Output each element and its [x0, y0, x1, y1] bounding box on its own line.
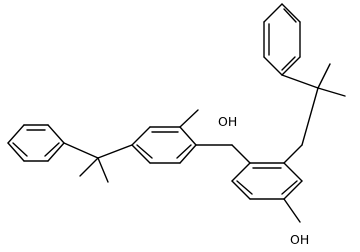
ring-to-quaternary-bond: [283, 144, 303, 164]
methylene-bridge: [195, 144, 251, 164]
right-phenyl-ring: [263, 3, 301, 76]
oh-top-label: OH: [218, 114, 237, 129]
right-phenol-ring: [231, 162, 303, 200]
right-isopropylidene-group: [281, 63, 346, 146]
oh-bond-top: [179, 109, 199, 128]
left-phenyl-ring: [7, 124, 65, 162]
left-isopropylidene-group: [63, 142, 133, 183]
left-phenol-ring: [131, 126, 197, 164]
oh-bottom-label: OH: [290, 232, 309, 247]
oh-bond-bottom: [283, 198, 301, 223]
